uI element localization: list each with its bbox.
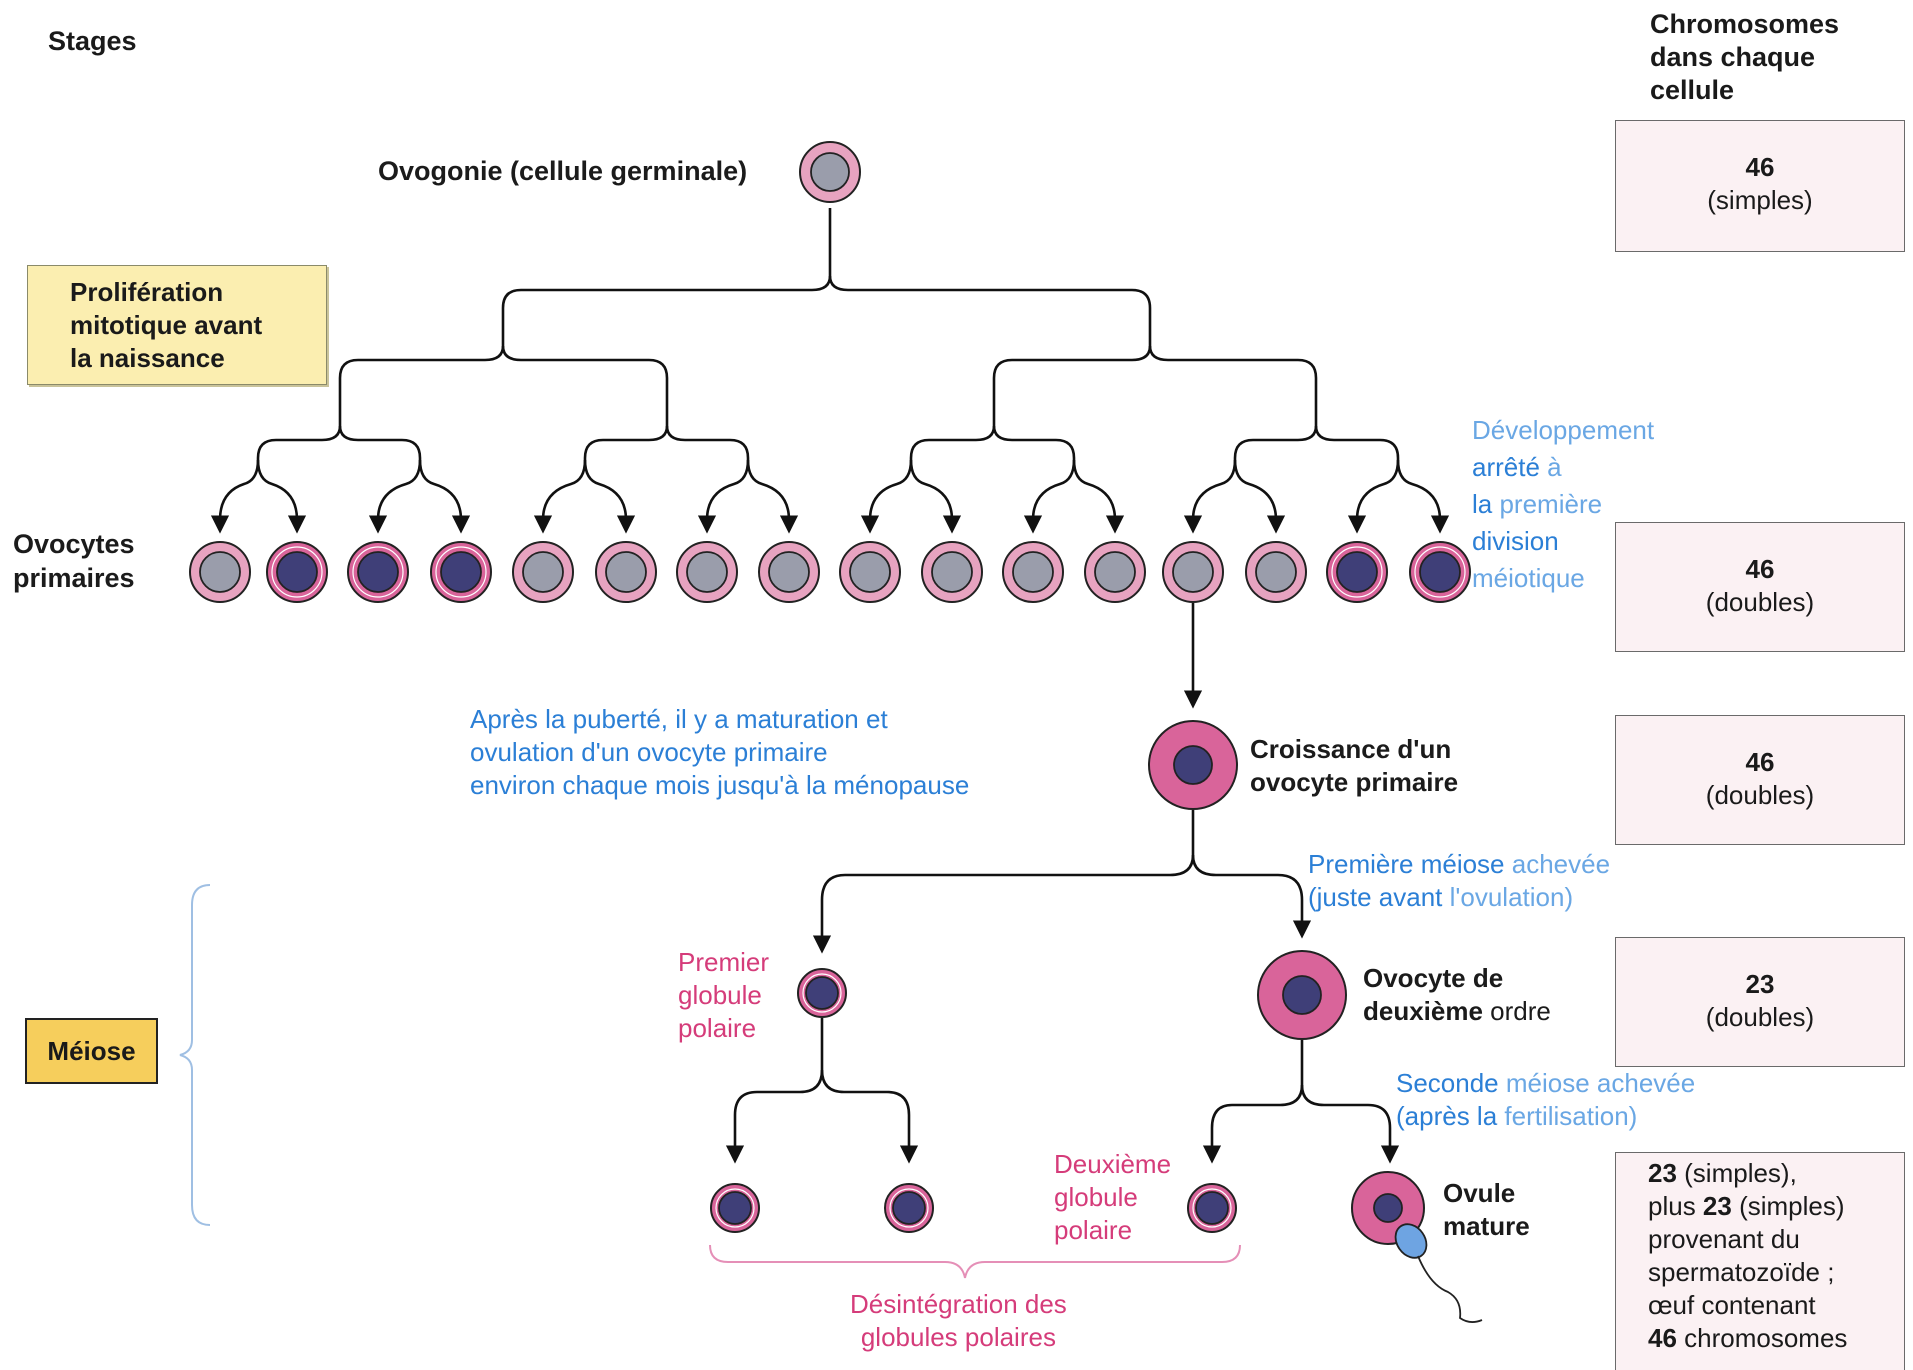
tree-level3-branch xyxy=(992,425,1076,460)
sperm-tail xyxy=(1417,1255,1483,1323)
primary-oocyte-dark-ring xyxy=(435,546,487,598)
desintegration-brace xyxy=(709,1244,1241,1279)
primary-oocyte-dark-ring xyxy=(271,546,323,598)
proliferation-box: Prolifération mitotique avant la naissan… xyxy=(27,265,327,385)
globule-left xyxy=(725,1069,824,1164)
tree-level3-branch xyxy=(1233,425,1318,460)
meiose-brace xyxy=(179,884,211,1226)
meiosis1-right xyxy=(1191,854,1312,939)
premier-globule-cell-ring xyxy=(802,973,842,1013)
tree-level2a-branch xyxy=(501,345,669,400)
tree-arrow xyxy=(697,459,750,534)
deuxieme-globule-cell-ring xyxy=(1192,1188,1232,1228)
first-meiosis-note: Première méiose achevée(juste avant l'ov… xyxy=(1308,849,1611,912)
ovocytes-primaires-label: Ovocytes primaires xyxy=(13,529,135,593)
primary-oocyte-nucleus xyxy=(605,551,647,593)
tree-level1-branch xyxy=(828,275,1152,345)
meiosis2-right xyxy=(1300,1084,1400,1164)
desintegration-label: Désintégration des globules polaires xyxy=(850,1289,1067,1352)
tree-level2b-branch xyxy=(992,345,1152,400)
globule-division-cell-ring xyxy=(889,1188,929,1228)
tree-level1-branch xyxy=(501,275,832,345)
secondary-oocyte-cell-nucleus xyxy=(1282,975,1322,1015)
chrom-box-croissance: 46 (doubles) xyxy=(1615,715,1905,845)
tree-arrow xyxy=(1233,459,1286,534)
primary-oocyte-nucleus xyxy=(1172,551,1214,593)
globule-division-cell-nucleus xyxy=(892,1191,926,1225)
primary-oocyte-nucleus xyxy=(1094,551,1136,593)
ovocyte-2-label: Ovocyte de deuxième ordre xyxy=(1363,963,1551,1026)
tree-arrow xyxy=(1072,459,1125,534)
tree-arrow xyxy=(418,459,471,534)
tree-arrow xyxy=(1347,459,1400,534)
primary-oocyte-nucleus xyxy=(686,551,728,593)
tree-arrow xyxy=(210,459,260,534)
tree-arrow xyxy=(368,459,422,534)
primary-oocyte-dark-nucleus xyxy=(276,551,318,593)
tree-arrow xyxy=(1183,459,1237,534)
meiose-label: Méiose xyxy=(47,1035,136,1066)
ovule-label: Ovule mature xyxy=(1443,1178,1530,1241)
meiosis2-left xyxy=(1202,1084,1304,1164)
tree-arrow xyxy=(533,459,587,534)
primary-oocyte-nucleus xyxy=(522,551,564,593)
tree-arrow xyxy=(860,459,913,534)
primary-oocyte-nucleus xyxy=(1255,551,1297,593)
globule-division-cell-nucleus xyxy=(718,1191,752,1225)
primary-oocyte-dark-nucleus xyxy=(357,551,399,593)
primary-oocyte-nucleus xyxy=(849,551,891,593)
primary-oocyte-nucleus xyxy=(1012,551,1054,593)
tree-arrow xyxy=(909,459,962,534)
primary-oocyte-dark-ring xyxy=(1331,546,1383,598)
tree-level3-branch xyxy=(338,425,422,460)
premier-globule-label: Premier globule polaire xyxy=(678,947,770,1043)
croissance-cell-nucleus xyxy=(1173,745,1213,785)
globule-right xyxy=(820,1069,919,1164)
primary-oocyte-dark-ring xyxy=(1414,546,1466,598)
premier-globule-cell-nucleus xyxy=(805,976,839,1010)
primary-oocyte-nucleus xyxy=(199,551,241,593)
deuxieme-globule-label: Deuxième globule polaire xyxy=(1054,1149,1172,1245)
tree-level3-branch xyxy=(1314,425,1400,460)
second-meiosis-note: Seconde méiose achevée(après la fertilis… xyxy=(1396,1068,1696,1131)
tree-level3-branch xyxy=(583,425,669,460)
chrom-box-primary: 46 (doubles) xyxy=(1615,522,1905,652)
meiose-box: Méiose xyxy=(25,1018,158,1084)
tree-arrow xyxy=(256,459,307,534)
tree-arrow xyxy=(746,459,799,534)
sperm-head xyxy=(1394,1223,1428,1259)
ovogonie-label: Ovogonie (cellule germinale) xyxy=(378,156,748,186)
meiosis1-left xyxy=(812,854,1195,954)
tree-arrow xyxy=(1023,459,1076,534)
chromosomes-heading: Chromosomes dans chaque cellule xyxy=(1650,9,1840,105)
primary-oocyte-dark-nucleus xyxy=(1336,551,1378,593)
stages-heading: Stages xyxy=(48,26,137,56)
deuxieme-globule-cell-nucleus xyxy=(1195,1191,1229,1225)
chrom-box-ovogonie: 46 (simples) xyxy=(1615,120,1905,252)
chrom-box-ovule: 23 (simples),plus 23 (simples)provenant … xyxy=(1615,1152,1905,1370)
ovogonie-cell-nucleus xyxy=(810,152,850,192)
primary-oocyte-dark-nucleus xyxy=(1419,551,1461,593)
tree-level3-branch xyxy=(909,425,996,460)
puberty-note: Après la puberté, il y a maturation et o… xyxy=(470,704,970,800)
tree-level2a-branch xyxy=(338,345,505,400)
primary-oocyte-nucleus xyxy=(931,551,973,593)
tree-level3-branch xyxy=(665,425,750,460)
primary-oocyte-dark-nucleus xyxy=(440,551,482,593)
croissance-label: Croissance d'un ovocyte primaire xyxy=(1250,734,1459,797)
primary-oocyte-dark-ring xyxy=(352,546,404,598)
ovule-cell-nucleus xyxy=(1373,1193,1403,1223)
primary-oocyte-nucleus xyxy=(768,551,810,593)
globule-division-cell-ring xyxy=(715,1188,755,1228)
tree-level2b-branch xyxy=(1148,345,1318,400)
tree-arrow xyxy=(1396,459,1450,534)
chrom-box-secondary: 23 (doubles) xyxy=(1615,937,1905,1067)
tree-level3-branch xyxy=(256,425,342,460)
tree-arrow xyxy=(583,459,636,534)
